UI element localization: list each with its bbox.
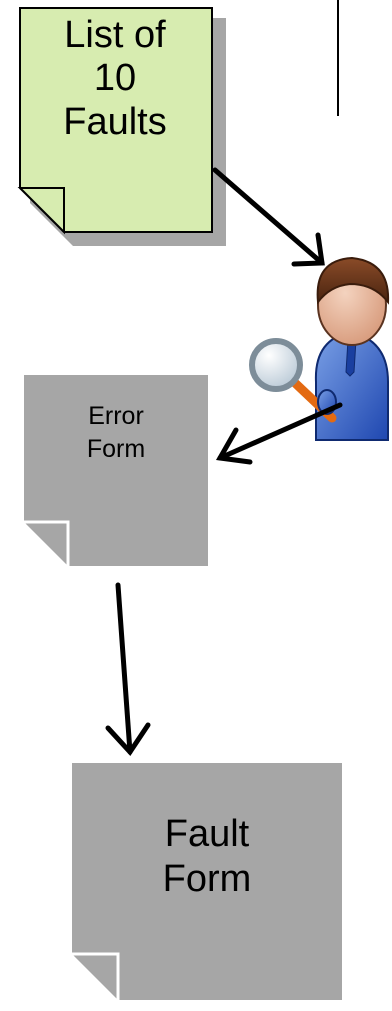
arrow-list-to-inspector <box>215 170 322 264</box>
fault-form-label: Fault Form <box>72 812 342 902</box>
error-form-label: Error Form <box>24 400 208 465</box>
list-of-faults-label: List of 10 Faults <box>20 14 210 144</box>
arrow-error-form-to-fault-form <box>108 585 148 752</box>
